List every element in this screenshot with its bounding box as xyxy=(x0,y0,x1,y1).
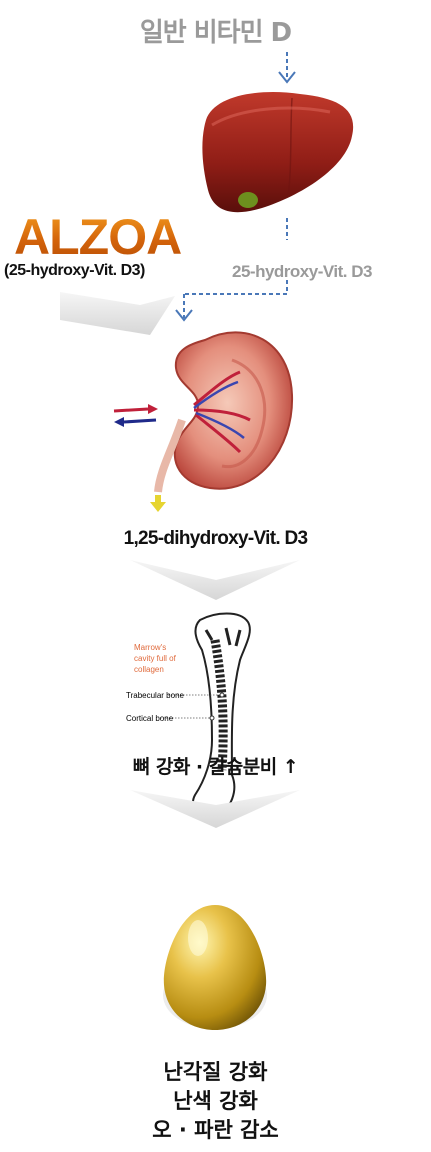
arrow-to-liver xyxy=(279,52,295,82)
egg-outcome-1: 난각질 강화 xyxy=(0,1058,431,1087)
bone-annotation-2: cavity full of xyxy=(134,654,177,663)
egg-outcome-3: 오 · 파란 감소 xyxy=(0,1116,431,1145)
bone-annotation-1: Marrow's xyxy=(134,643,166,652)
brand-logo: ALZOA xyxy=(14,208,181,266)
brand-subtitle: (25-hydroxy-Vit. D3) xyxy=(4,262,145,280)
chevron-brand-to-kidney xyxy=(60,292,175,335)
liver-output-label: 25-hydroxy-Vit. D3 xyxy=(232,262,372,282)
golden-egg xyxy=(163,905,267,1030)
egg-outcome-2: 난색 강화 xyxy=(0,1087,431,1116)
chevron-kidney-to-bone xyxy=(130,560,300,600)
kidney-illustration xyxy=(114,332,292,512)
egg-outcomes: 난각질 강화 난색 강화 오 · 파란 감소 xyxy=(0,1058,431,1145)
trabecular-bone-label: Trabecular bone xyxy=(126,691,185,700)
bone-effect-label: 뼈 강화 · 칼슘분비 ↑ xyxy=(0,752,431,779)
liver-illustration xyxy=(202,92,353,212)
kidney-output-label: 1,25-dihydroxy-Vit. D3 xyxy=(0,528,431,550)
bone-annotation-3: collagen xyxy=(134,665,164,674)
cortical-bone-label: Cortical bone xyxy=(126,714,174,723)
bone-illustration xyxy=(160,614,250,817)
